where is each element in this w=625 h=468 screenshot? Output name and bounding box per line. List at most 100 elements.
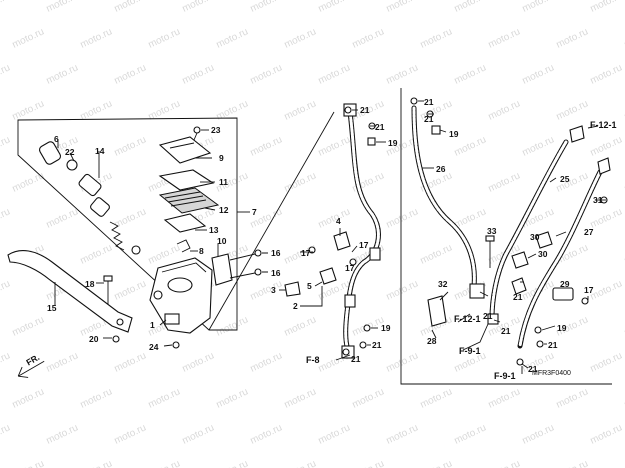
watermark-text: moto.ru xyxy=(521,62,556,86)
watermark-text: moto.ru xyxy=(11,26,46,50)
watermark-text: moto.ru xyxy=(385,62,420,86)
watermark-text: moto.ru xyxy=(317,422,352,446)
watermark-text: moto.ru xyxy=(317,62,352,86)
part-label-21e: 21 xyxy=(424,114,434,124)
watermark-text: moto.ru xyxy=(589,278,624,302)
front-direction-arrow: FR. xyxy=(17,352,45,378)
watermark-text: moto.ru xyxy=(589,0,624,15)
leader-lines xyxy=(54,100,606,374)
part-label-22: 22 xyxy=(65,147,75,157)
watermark-text: moto.ru xyxy=(453,62,488,86)
watermark-text: moto.ru xyxy=(147,26,182,50)
watermark-text: moto.ru xyxy=(0,134,12,158)
part-label-17a: 17 xyxy=(301,248,311,258)
watermark-text: moto.ru xyxy=(487,26,522,50)
watermark-text: moto.ru xyxy=(181,0,216,15)
watermark-text: moto.ru xyxy=(215,386,250,410)
part-label-25: 25 xyxy=(560,174,570,184)
watermark-text: moto.ru xyxy=(555,26,590,50)
watermark-text: moto.ru xyxy=(317,0,352,15)
part-label-23: 23 xyxy=(211,125,221,135)
watermark-text: moto.ru xyxy=(487,386,522,410)
watermark-text: moto.ru xyxy=(45,206,80,230)
watermark-text: moto.ru xyxy=(283,386,318,410)
watermark-text: moto.ru xyxy=(113,206,148,230)
watermark-text: moto.ru xyxy=(589,350,624,374)
part-label-19a: 19 xyxy=(388,138,398,148)
watermark-text: moto.ru xyxy=(11,170,46,194)
watermark-text: moto.ru xyxy=(113,278,148,302)
part-label-32: 32 xyxy=(438,279,448,289)
watermark-text: moto.ru xyxy=(215,314,250,338)
watermark-text: moto.ru xyxy=(45,350,80,374)
watermark-text: moto.ru xyxy=(113,62,148,86)
watermark-text: moto.ru xyxy=(181,62,216,86)
part-label-29: 29 xyxy=(560,279,570,289)
watermark-text: moto.ru xyxy=(215,98,250,122)
part-label-16a: 16 xyxy=(271,248,281,258)
part-label-11: 11 xyxy=(219,177,228,187)
watermark-text: moto.ru xyxy=(487,170,522,194)
watermark-text: moto.ru xyxy=(249,422,284,446)
watermark-text: moto.ru xyxy=(317,206,352,230)
watermark-text: moto.ru xyxy=(521,134,556,158)
watermark-text: moto.ru xyxy=(249,62,284,86)
watermark-text: moto.ru xyxy=(79,242,114,266)
part-label-9: 9 xyxy=(219,153,224,163)
watermark-text: moto.ru xyxy=(555,458,590,468)
watermark-text: moto.ru xyxy=(147,386,182,410)
watermark-text: moto.ru xyxy=(11,314,46,338)
watermark-text: moto.ru xyxy=(351,386,386,410)
watermark-text: moto.ru xyxy=(317,134,352,158)
part-label-15: 15 xyxy=(47,303,57,313)
part-label-30b: 30 xyxy=(538,249,548,259)
part-label-21g: 21 xyxy=(501,326,511,336)
brake-lever xyxy=(7,249,133,333)
watermark-text: moto.ru xyxy=(589,422,624,446)
watermark-text: moto.ru xyxy=(385,0,420,15)
watermark-text: moto.ru xyxy=(351,26,386,50)
master-cylinder-frame xyxy=(17,117,238,331)
part-label-1: 1 xyxy=(150,320,155,330)
watermark-text: moto.ru xyxy=(249,134,284,158)
watermark-text: moto.ru xyxy=(215,458,250,468)
master-cylinder-assembly xyxy=(7,126,262,349)
part-label-31: 31 xyxy=(593,195,603,205)
watermark-text: moto.ru xyxy=(283,170,318,194)
reservoir-cap xyxy=(158,136,212,164)
part-label-17d: 17 xyxy=(584,285,594,295)
watermark-text: moto.ru xyxy=(283,458,318,468)
part-label-14: 14 xyxy=(95,146,105,156)
part-label-19d: 19 xyxy=(557,323,567,333)
watermark-text: moto.ru xyxy=(45,62,80,86)
watermark-text: moto.ru xyxy=(113,0,148,15)
watermark-text: moto.ru xyxy=(555,98,590,122)
watermark-text: moto.ru xyxy=(453,0,488,15)
watermark-text: moto.ru xyxy=(283,314,318,338)
watermark-text: moto.ru xyxy=(113,134,148,158)
watermark-text: moto.ru xyxy=(113,422,148,446)
part-label-21b: 21 xyxy=(375,122,385,132)
watermark-text: moto.ru xyxy=(419,386,454,410)
watermark-text: moto.ru xyxy=(215,26,250,50)
watermark-text: moto.ru xyxy=(283,98,318,122)
part-label-5: 5 xyxy=(307,281,312,291)
part-label-33: 33 xyxy=(487,226,497,236)
piston-kit xyxy=(38,141,141,255)
watermark-text: moto.ru xyxy=(555,386,590,410)
part-labels: 1 2 3 4 5 6 7 8 9 10 11 12 13 14 15 16 1… xyxy=(47,97,603,374)
brake-hose-front xyxy=(411,105,603,349)
watermark-text: moto.ru xyxy=(385,350,420,374)
part-label-10: 10 xyxy=(217,236,227,246)
watermark-text: moto.ru xyxy=(79,386,114,410)
watermark-text: moto.ru xyxy=(521,422,556,446)
part-label-21i: 21 xyxy=(548,340,558,350)
part-label-19c: 19 xyxy=(381,323,391,333)
watermark-text: moto.ru xyxy=(181,422,216,446)
part-label-4: 4 xyxy=(336,216,341,226)
watermark-text: moto.ru xyxy=(385,422,420,446)
diagram-code: MFR3F0400 xyxy=(532,370,571,377)
float xyxy=(163,213,207,233)
part-label-21f: 21 xyxy=(483,311,493,321)
